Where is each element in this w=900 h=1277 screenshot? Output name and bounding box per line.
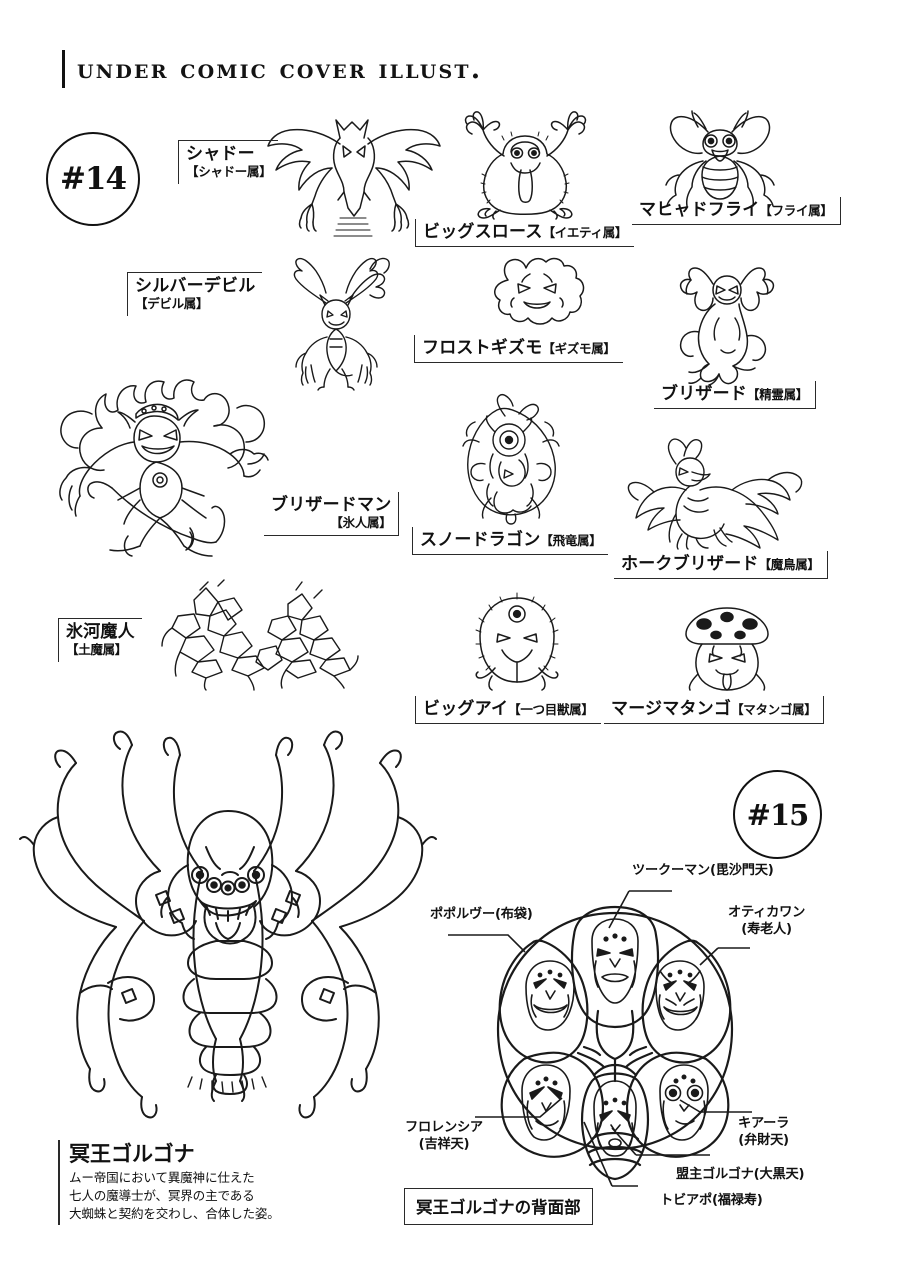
page-title: Under Comic Cover Illust. <box>62 50 482 88</box>
plate-magi-matango: マージマタンゴ【マタンゴ属】 <box>604 696 825 725</box>
plate-glacier-demon-genus: 【土魔属】 <box>66 642 128 658</box>
plate-big-sloth-name: ビッグスロース <box>423 222 543 242</box>
chapter-badge-15: #15 <box>733 770 822 859</box>
gorgona-desc-line-2: 七人の魔導士が、冥界の主である <box>69 1188 255 1204</box>
plate-big-eye-genus: 【一つ目獣属】 <box>508 702 594 717</box>
callout-otikawan-name: オティカワン <box>728 905 806 920</box>
callout-otikawan-deity: (寿老人) <box>741 921 792 937</box>
page-title-text: Under Comic Cover Illust. <box>77 53 483 85</box>
plate-magi-matango-genus: 【マタンゴ属】 <box>731 702 817 717</box>
plate-mahyado-fly-text: マヒャドフライ【フライ属】 <box>639 200 833 220</box>
plate-snow-dragon-name: スノードラゴン <box>420 530 541 550</box>
callout-tobiapo-name: トビアポ <box>660 1193 712 1208</box>
ice-golem-icon <box>160 579 360 691</box>
title-rule <box>62 50 65 88</box>
callout-florencia: フロレンシア (吉祥天) <box>405 1120 483 1154</box>
gorgona-desc-line-3: 大蜘蛛と契約を交わし、合体した姿。 <box>69 1205 280 1221</box>
gorgona-name-plate: 冥王ゴルゴナ ムー帝国において異魔神に仕えた 七人の魔導士が、冥界の主である 大… <box>58 1140 379 1225</box>
plate-blizzard-man: ブリザードマン 【氷人属】 <box>264 492 400 536</box>
plate-snow-dragon-genus: 【飛竜属】 <box>540 533 602 548</box>
plate-blizzard-name: ブリザード <box>661 384 747 404</box>
plate-magi-matango-text: マージマタンゴ【マタンゴ属】 <box>611 699 817 719</box>
fly-icon <box>640 105 800 210</box>
callout-kiara-name: キアーラ <box>738 1116 790 1131</box>
callout-lord-gorgona: 盟主ゴルゴナ(大黒天) <box>676 1167 804 1184</box>
callout-popolvuh-name: ポポルヴー <box>430 907 495 922</box>
chapter-badge-14: #14 <box>46 132 140 226</box>
plate-big-eye-name: ビッグアイ <box>423 699 509 719</box>
callout-florencia-deity: (吉祥天) <box>418 1136 470 1152</box>
snow-dragon-icon <box>445 392 580 527</box>
hawk-icon <box>627 430 803 550</box>
plate-silver-devil-genus: 【デビル属】 <box>135 296 209 312</box>
plate-big-eye: ビッグアイ【一つ目獣属】 <box>415 696 601 725</box>
plate-glacier-demon: 氷河魔人 【土魔属】 <box>58 618 142 662</box>
plate-big-sloth: ビッグスロース【イエティ属】 <box>415 219 635 248</box>
plate-hawk-blizzard-genus: 【魔鳥属】 <box>758 557 820 572</box>
callout-popolvuh-deity: (布袋) <box>494 907 533 922</box>
plate-blizzard: ブリザード【精霊属】 <box>654 381 817 410</box>
plate-shadow-name: シャドー <box>186 144 255 164</box>
gorgona-desc-line-1: ムー帝国において異魔神に仕えた <box>69 1170 255 1186</box>
callout-tsukuman-deity: (毘沙門天) <box>709 863 774 878</box>
plate-blizzard-man-genus: 【氷人属】 <box>330 515 392 531</box>
callout-tobiapo-deity: (福禄寿) <box>711 1193 763 1208</box>
plate-big-eye-text: ビッグアイ【一つ目獣属】 <box>423 699 594 719</box>
chapter-badge-15-label: #15 <box>746 797 810 832</box>
plate-silver-devil-name: シルバーデビル <box>135 276 256 296</box>
plate-big-sloth-genus: 【イエティ属】 <box>542 225 628 240</box>
callout-popolvuh: ポポルヴー(布袋) <box>430 907 533 924</box>
callout-leader-lines <box>448 890 752 1187</box>
plate-blizzard-text: ブリザード【精霊属】 <box>661 384 808 404</box>
plate-shadow: シャドー 【シャドー属】 <box>178 140 279 184</box>
callout-tsukuman-name: ツークーマン <box>632 863 710 878</box>
callout-tsukuman: ツークーマン(毘沙門天) <box>632 863 774 880</box>
plate-shadow-genus: 【シャドー属】 <box>186 164 272 180</box>
plate-mahyado-fly-genus: 【フライ属】 <box>759 203 833 218</box>
plate-mahyado-fly: マヒャドフライ【フライ属】 <box>632 197 841 226</box>
chapter-badge-14-label: #14 <box>59 161 127 197</box>
gorgona-back-icon <box>470 895 760 1195</box>
plate-frost-gizmo: フロストギズモ【ギズモ属】 <box>414 335 623 364</box>
plate-silver-devil: シルバーデビル 【デビル属】 <box>127 272 263 316</box>
callout-tobiapo: トビアポ(福禄寿) <box>660 1193 763 1210</box>
big-eye-icon <box>462 588 572 693</box>
callout-kiara-deity: (弁財天) <box>738 1132 789 1148</box>
devil-icon <box>270 255 405 391</box>
yeti-icon <box>448 108 603 223</box>
plate-blizzard-genus: 【精霊属】 <box>747 387 809 402</box>
plate-frost-gizmo-name: フロストギズモ <box>422 338 543 358</box>
plate-blizzard-man-name: ブリザードマン <box>271 495 392 515</box>
plate-glacier-demon-name: 氷河魔人 <box>66 622 135 642</box>
callout-lord-gorgona-name: 盟主ゴルゴナ <box>676 1167 754 1182</box>
callout-florencia-name: フロレンシア <box>405 1120 483 1135</box>
plate-frost-gizmo-text: フロストギズモ【ギズモ属】 <box>422 338 616 358</box>
plate-big-sloth-text: ビッグスロース【イエティ属】 <box>423 222 627 242</box>
back-view-caption: 冥王ゴルゴナの背面部 <box>404 1188 593 1225</box>
plate-snow-dragon: スノードラゴン【飛竜属】 <box>412 527 609 556</box>
plate-frost-gizmo-genus: 【ギズモ属】 <box>542 341 616 356</box>
plate-hawk-blizzard-name: ホークブリザード <box>621 554 759 574</box>
plate-hawk-blizzard-text: ホークブリザード【魔鳥属】 <box>621 554 820 574</box>
callout-kiara: キアーラ (弁財天) <box>738 1116 789 1150</box>
plate-mahyado-fly-name: マヒャドフライ <box>639 200 760 220</box>
shadow-icon <box>267 100 441 240</box>
plate-hawk-blizzard: ホークブリザード【魔鳥属】 <box>614 551 828 580</box>
callout-lord-gorgona-deity: (大黒天) <box>753 1167 805 1182</box>
matango-icon <box>672 600 782 695</box>
plate-snow-dragon-text: スノードラゴン【飛竜属】 <box>420 530 602 550</box>
gorgona-name: 冥王ゴルゴナ <box>69 1142 195 1166</box>
gizmo-cloud-icon <box>478 250 593 340</box>
plate-magi-matango-name: マージマタンゴ <box>611 699 732 719</box>
blizzard-spirit-icon <box>655 262 800 387</box>
gorgona-spider-icon <box>19 725 440 1125</box>
callout-otikawan: オティカワン (寿老人) <box>728 905 805 939</box>
blizzardman-icon <box>32 368 312 558</box>
